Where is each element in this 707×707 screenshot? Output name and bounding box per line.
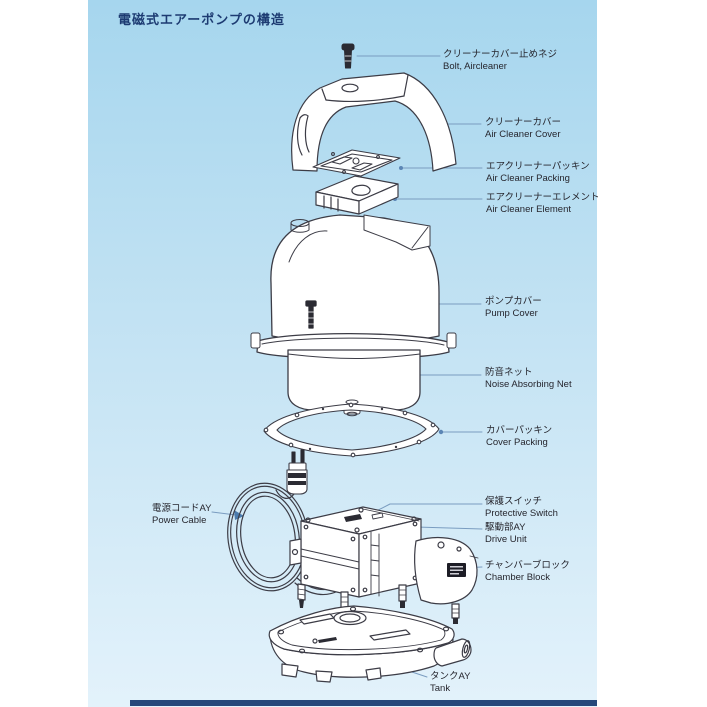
label-bolt-en: Bolt, Aircleaner [443, 61, 507, 72]
footer-bar [130, 700, 597, 706]
label-protective-switch: 保護スイッチ Protective Switch [485, 496, 558, 520]
label-protective-switch-en: Protective Switch [485, 508, 558, 519]
page-title: 電磁式エアーポンプの構造 [118, 12, 285, 27]
cover-packing-part [263, 402, 440, 458]
label-chamber-block-jp: チャンバーブロック [485, 560, 570, 571]
label-noise-net-jp: 防音ネット [485, 367, 533, 378]
label-air-cleaner-element: エアクリーナーエレメント Air Cleaner Element [486, 192, 600, 216]
label-power-cable-jp: 電源コードAY [152, 503, 212, 514]
label-chamber-block-en: Chamber Block [485, 572, 550, 583]
label-tank: タンクAY Tank [430, 671, 470, 695]
label-air-cleaner-packing-jp: エアクリーナーパッキン [486, 161, 590, 172]
label-pump-cover-en: Pump Cover [485, 308, 538, 319]
label-air-cleaner-element-jp: エアクリーナーエレメント [486, 192, 600, 203]
pump-cover-part [250, 214, 457, 360]
label-power-cable: 電源コードAY Power Cable [152, 503, 211, 527]
label-bolt-jp: クリーナーカバー止めネジ [443, 49, 558, 60]
label-power-cable-en: Power Cable [152, 515, 207, 526]
power-plug-part [286, 449, 308, 495]
label-drive-unit-jp: 駆動部AY [485, 522, 526, 533]
label-air-cleaner-packing-en: Air Cleaner Packing [486, 173, 570, 184]
label-tank-en: Tank [430, 683, 451, 694]
label-drive-unit-en: Drive Unit [485, 534, 527, 545]
label-protective-switch-jp: 保護スイッチ [485, 496, 543, 507]
air-cleaner-element-part [315, 175, 399, 215]
label-cover-packing-jp: カバーパッキン [486, 425, 553, 436]
label-bolt: クリーナーカバー止めネジ Bolt, Aircleaner [443, 49, 557, 73]
drive-unit-part [289, 506, 422, 618]
bolt-part [341, 43, 355, 69]
label-air-cleaner-element-en: Air Cleaner Element [486, 204, 572, 215]
label-tank-jp: タンクAY [430, 671, 471, 682]
chamber-block-part [414, 536, 479, 624]
tank-part [268, 605, 472, 683]
air-cleaner-packing-part [312, 149, 401, 177]
label-drive-unit: 駆動部AY Drive Unit [485, 522, 527, 546]
label-pump-cover: ポンプカバー Pump Cover [485, 296, 542, 320]
label-noise-net-en: Noise Absorbing Net [485, 379, 572, 390]
air-cleaner-cover-part [291, 72, 457, 172]
label-air-cleaner-cover-jp: クリーナーカバー [485, 117, 562, 128]
label-cover-packing-en: Cover Packing [486, 437, 548, 448]
label-air-cleaner-cover: クリーナーカバー Air Cleaner Cover [485, 117, 561, 141]
label-air-cleaner-cover-en: Air Cleaner Cover [485, 129, 561, 140]
label-cover-packing: カバーパッキン Cover Packing [486, 425, 552, 449]
label-chamber-block: チャンバーブロック Chamber Block [485, 560, 570, 584]
label-pump-cover-jp: ポンプカバー [485, 296, 542, 307]
label-air-cleaner-packing: エアクリーナーパッキン Air Cleaner Packing [486, 161, 590, 185]
label-noise-net: 防音ネット Noise Absorbing Net [485, 367, 572, 391]
